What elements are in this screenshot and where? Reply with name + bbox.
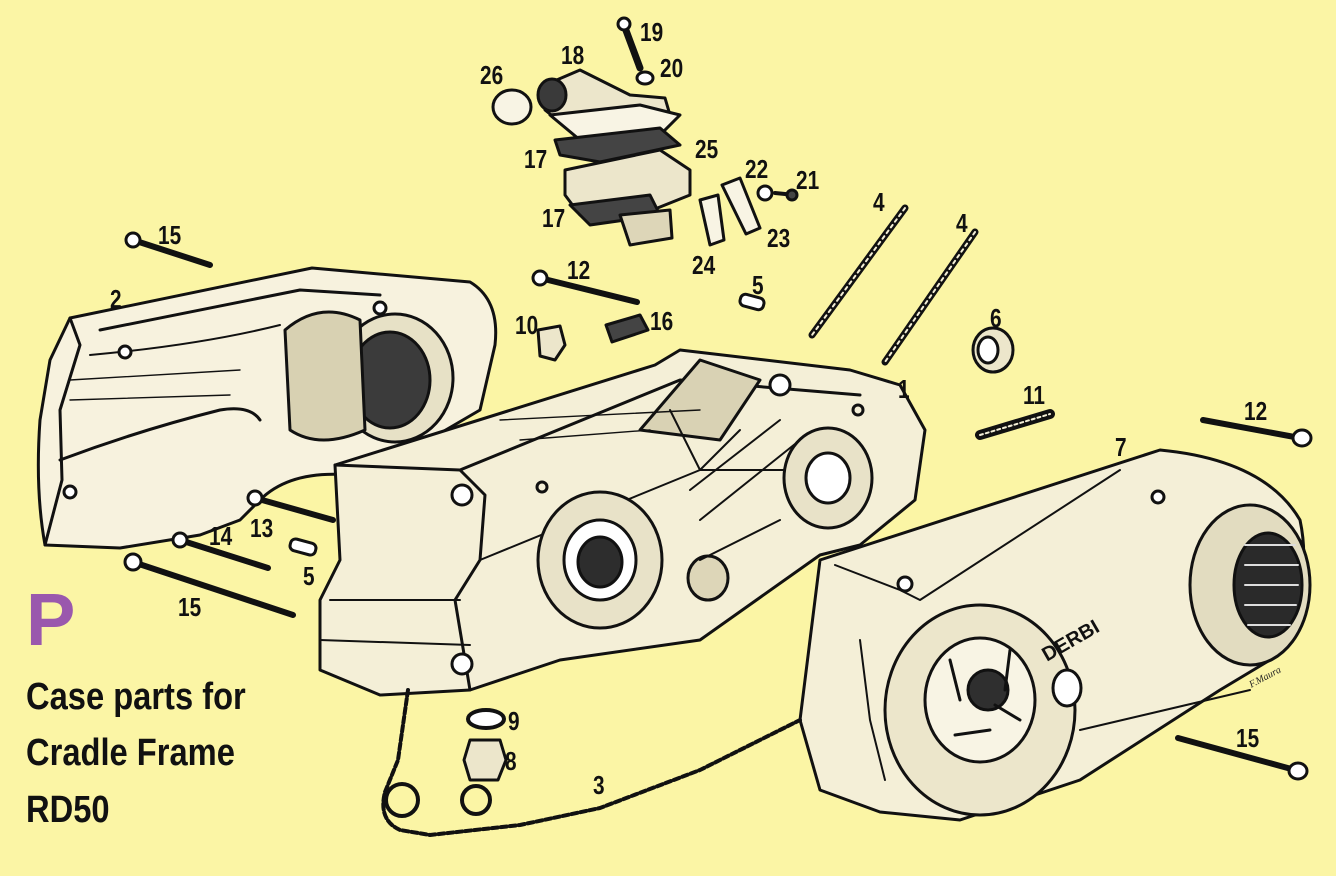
plug-16 <box>604 313 650 344</box>
label-24: 24 <box>692 250 716 280</box>
label-3: 3 <box>593 770 605 800</box>
label-4b: 4 <box>956 208 968 238</box>
gasket <box>381 688 802 837</box>
label-2: 2 <box>110 284 122 314</box>
label-15b: 15 <box>178 592 202 622</box>
label-4a: 4 <box>873 187 885 217</box>
label-10: 10 <box>515 310 539 340</box>
label-23: 23 <box>767 223 791 253</box>
dowel-5a <box>738 292 766 312</box>
label-7: 7 <box>1115 432 1127 462</box>
reed-stop <box>698 193 726 247</box>
caption-line-3: RD50 <box>26 789 110 831</box>
drain-plug-8 <box>462 738 508 782</box>
label-12b: 12 <box>1244 396 1268 426</box>
right-cover <box>798 448 1312 822</box>
left-cover <box>36 266 498 550</box>
crankcase <box>318 348 927 697</box>
screw-19 <box>620 21 644 72</box>
plug-10 <box>536 324 567 362</box>
label-14: 14 <box>209 521 233 551</box>
dowel-5b <box>288 537 318 557</box>
label-13: 13 <box>250 513 274 543</box>
label-25: 25 <box>695 134 719 164</box>
reed-valve-assembly <box>491 68 692 247</box>
label-12a: 12 <box>567 255 591 285</box>
washer-22 <box>756 184 774 202</box>
label-22: 22 <box>745 154 769 184</box>
label-5b: 5 <box>303 561 315 591</box>
label-9: 9 <box>508 706 520 736</box>
label-15c: 15 <box>1236 723 1260 753</box>
caption-line-2: Cradle Frame <box>26 732 235 774</box>
label-16: 16 <box>650 306 674 336</box>
washer-20 <box>635 70 655 86</box>
label-19: 19 <box>640 17 664 47</box>
label-18: 18 <box>561 40 585 70</box>
label-1: 1 <box>898 374 910 404</box>
washer-9 <box>466 708 506 730</box>
label-15a: 15 <box>158 220 182 250</box>
sheet-letter: P <box>26 578 76 661</box>
label-20: 20 <box>660 53 684 83</box>
label-6: 6 <box>990 303 1002 333</box>
label-8: 8 <box>505 746 517 776</box>
reed-petal <box>720 176 762 236</box>
label-11: 11 <box>1023 380 1045 410</box>
label-5a: 5 <box>752 270 764 300</box>
label-26: 26 <box>480 60 504 90</box>
caption-line-1: Case parts for <box>26 676 246 718</box>
bolts <box>123 231 1313 781</box>
label-17a: 17 <box>524 144 548 174</box>
label-21: 21 <box>796 165 820 195</box>
label-17b: 17 <box>542 203 566 233</box>
